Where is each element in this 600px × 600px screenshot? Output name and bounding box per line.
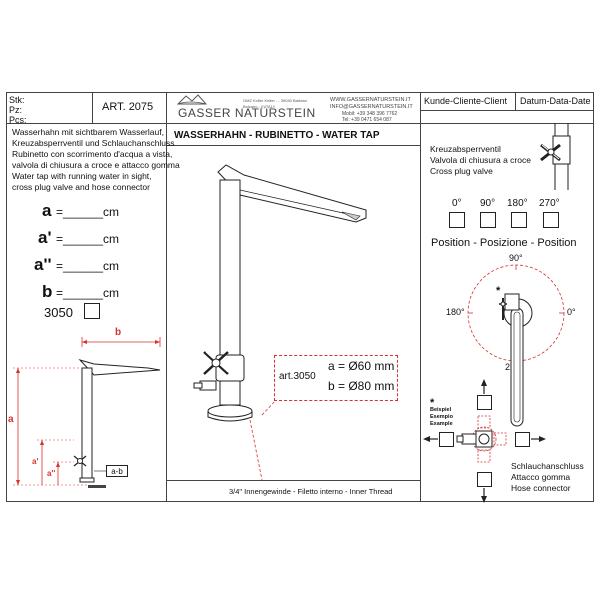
hose-title-1: Schlauchanschluss xyxy=(511,461,584,471)
valve-angle-0-checkbox[interactable] xyxy=(449,212,465,228)
position-star: * xyxy=(496,285,501,297)
code-3050-checkbox[interactable] xyxy=(84,303,100,319)
hose-title-3: Hose connector xyxy=(511,483,571,493)
valve-title-2: Valvola di chiusura a croce xyxy=(430,155,531,165)
description-line-6: cross plug valve and hose connector xyxy=(12,182,150,192)
company-email[interactable]: INFO@GASSERNATURSTEIN.IT xyxy=(330,104,413,110)
valve-angle-180: 180° xyxy=(507,198,528,209)
hose-star: * xyxy=(430,397,435,409)
position-title: Position - Posizione - Position xyxy=(431,237,577,249)
client-date-divider xyxy=(515,92,516,110)
client-row-line xyxy=(420,110,594,111)
dim-b-letter: b xyxy=(42,282,53,301)
stk-label: Stk: xyxy=(9,95,25,105)
sketch-a-label: a xyxy=(8,414,14,425)
spec-art-code: art.3050 xyxy=(279,371,316,382)
spec-b-value: b = Ø80 mm xyxy=(328,379,395,393)
company-website[interactable]: WWW.GASSERNATURSTEIN.IT xyxy=(330,97,411,103)
drawing-sheet xyxy=(6,92,594,502)
description-line-3: Rubinetto con scorrimento d'acqua a vist… xyxy=(12,149,173,159)
position-deg-0: 0° xyxy=(567,307,576,317)
dim-a1-letter: a' xyxy=(38,228,52,247)
article-number: ART. 2075 xyxy=(102,101,154,113)
description-line-1: Wasserhahn mit sichtbarem Wasserlauf, xyxy=(12,127,164,137)
title-bottom-line xyxy=(166,145,420,146)
date-label: Datum-Data-Date xyxy=(520,96,591,106)
thread-top-line xyxy=(166,480,420,481)
dim-b-field[interactable]: =______cm xyxy=(56,286,120,300)
right-column-divider xyxy=(420,92,421,502)
hose-position-down-checkbox[interactable] xyxy=(477,472,492,487)
valve-title-3: Cross plug valve xyxy=(430,166,493,176)
valve-angle-90-checkbox[interactable] xyxy=(480,212,496,228)
dim-a-field[interactable]: =______cm xyxy=(56,205,120,219)
dim-a-letter: a xyxy=(42,201,52,220)
header-divider xyxy=(92,92,93,123)
sketch-a2-label: a'' xyxy=(47,469,56,478)
valve-angle-180-checkbox[interactable] xyxy=(511,212,527,228)
position-deg-180: 180° xyxy=(446,307,465,317)
code-3050: 3050 xyxy=(44,305,73,320)
valve-title-1: Kreuzabsperrventil xyxy=(430,144,501,154)
company-address-1: GMZ Kofler Keller - - 39040 Barbian xyxy=(243,98,307,103)
drawing-title: WASSERHAHN - RUBINETTO - WATER TAP xyxy=(174,130,380,141)
company-name: GASSER NATURSTEIN xyxy=(178,106,316,120)
description-line-2: Kreuzabsperrventil und Schlauchanschluss xyxy=(12,138,175,148)
company-tel: Tel: +39 0471 654 087 xyxy=(342,117,392,123)
description-line-5: Water tap with running water in sight, xyxy=(12,171,152,181)
hose-example-3: Example xyxy=(430,421,453,427)
thread-note: 3/4" Innengewinde - Filetto interno - In… xyxy=(229,487,393,496)
sketch-b-label: b xyxy=(115,327,122,338)
hose-position-left-checkbox[interactable] xyxy=(439,432,454,447)
hose-position-up-checkbox[interactable] xyxy=(477,395,492,410)
customer-label: Kunde-Cliente-Client xyxy=(424,96,508,106)
valve-angle-270: 270° xyxy=(539,198,560,209)
description-line-4: valvola di chiusura a croce e attacco go… xyxy=(12,160,180,170)
header-bottom-line xyxy=(6,123,594,124)
pcs-label: Pcs: xyxy=(9,115,27,125)
valve-angle-90: 90° xyxy=(480,198,496,209)
valve-angle-270-checkbox[interactable] xyxy=(543,212,559,228)
dim-a1-field[interactable]: =______cm xyxy=(56,232,120,246)
spec-a-value: a = Ø60 mm xyxy=(328,359,395,373)
hose-title-2: Attacco gomma xyxy=(511,472,571,482)
valve-angle-0: 0° xyxy=(452,198,462,209)
sketch-ab-label: a-b xyxy=(106,465,128,477)
hose-example-1: Beispiel xyxy=(430,407,452,413)
left-column-divider xyxy=(166,92,167,502)
hose-position-right-checkbox[interactable] xyxy=(515,432,530,447)
spec-box xyxy=(274,355,398,401)
dim-a2-field[interactable]: =______cm xyxy=(56,259,120,273)
hose-example-2: Esempio xyxy=(430,414,453,420)
pz-label: Pz: xyxy=(9,105,23,115)
position-deg-90: 90° xyxy=(509,253,523,263)
sketch-a1-label: a' xyxy=(32,457,39,466)
dim-a2-letter: a'' xyxy=(34,255,52,274)
company-mobile: Mobil: +39 348 396 7762 xyxy=(342,111,398,117)
company-address-2: Bolzano - (I)ITALY xyxy=(243,104,276,109)
